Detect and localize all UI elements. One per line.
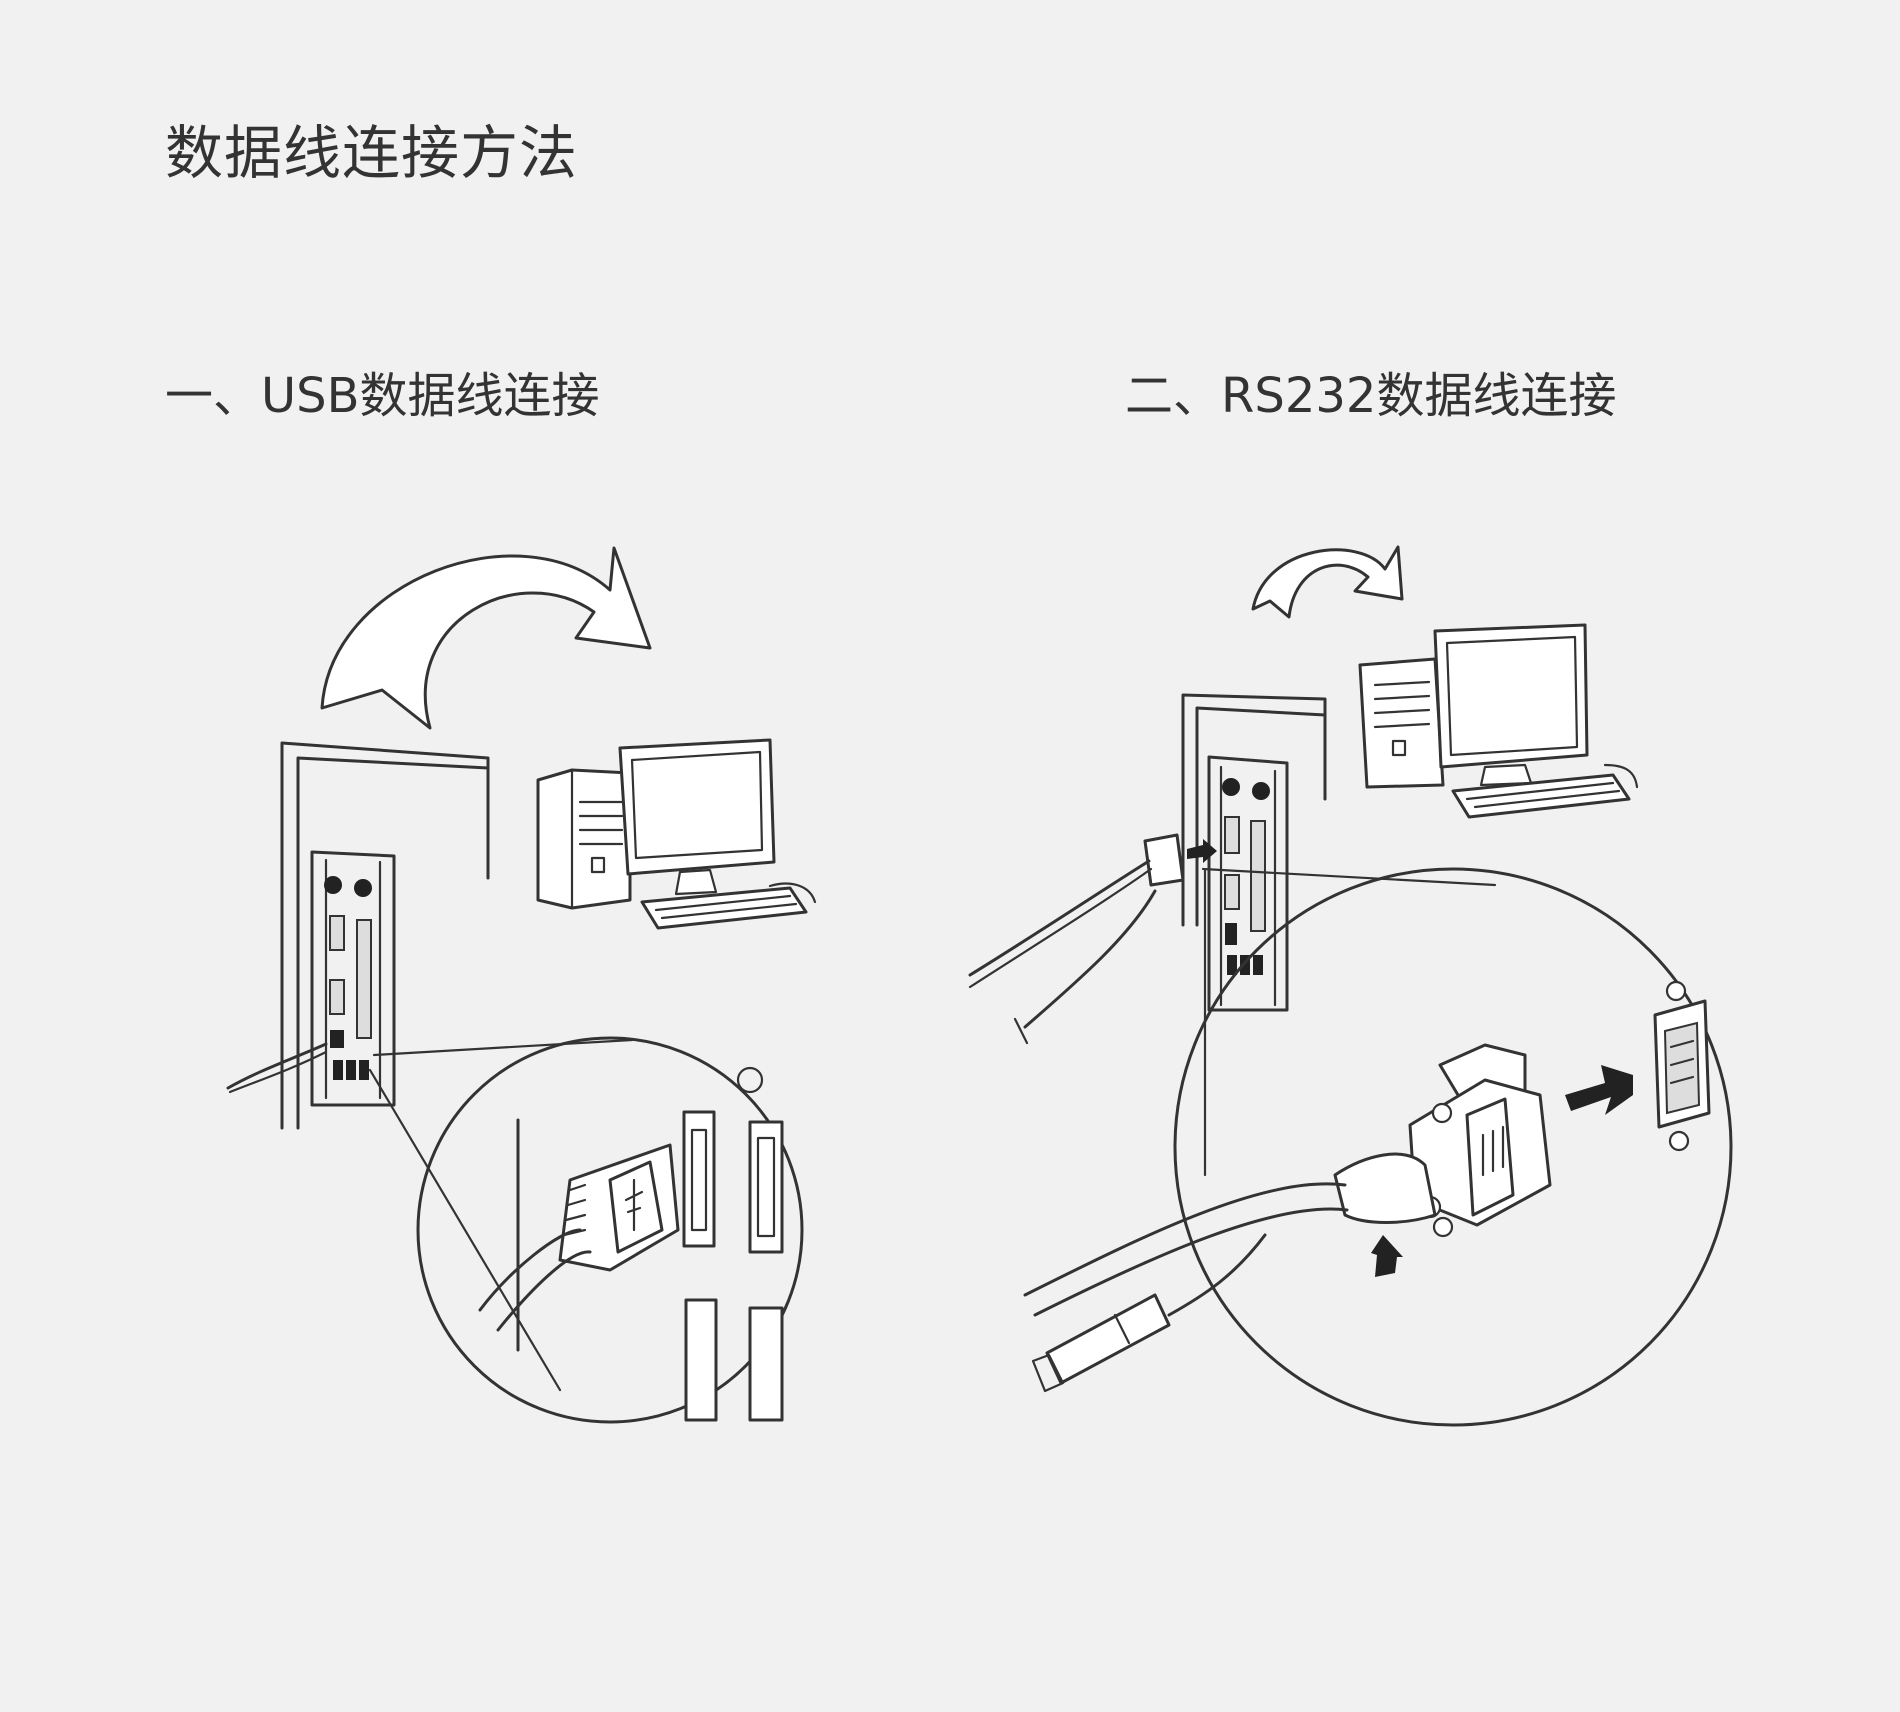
usb-plug-icon — [480, 1145, 678, 1330]
arrow-icon — [1565, 1065, 1633, 1115]
usb-port-panel-icon — [228, 743, 488, 1128]
computer-icon — [538, 740, 815, 928]
rs232-section-title: 二、RS232数据线连接 — [1125, 368, 1617, 424]
db9-plug-icon — [1025, 1045, 1550, 1391]
curved-arrow-icon — [322, 548, 650, 728]
curved-arrow-icon — [1253, 547, 1402, 617]
serial-port-icon — [1655, 982, 1709, 1150]
usb-illustration — [230, 540, 860, 1430]
serial-port-panel-icon — [970, 695, 1325, 1043]
computer-icon — [1360, 625, 1637, 817]
usb-section-title: 一、USB数据线连接 — [165, 368, 600, 424]
magnifier-circle-icon — [418, 1038, 802, 1422]
rs232-illustration — [965, 535, 1765, 1465]
magnifier-circle-icon — [1175, 869, 1731, 1425]
page-title: 数据线连接方法 — [165, 119, 579, 187]
